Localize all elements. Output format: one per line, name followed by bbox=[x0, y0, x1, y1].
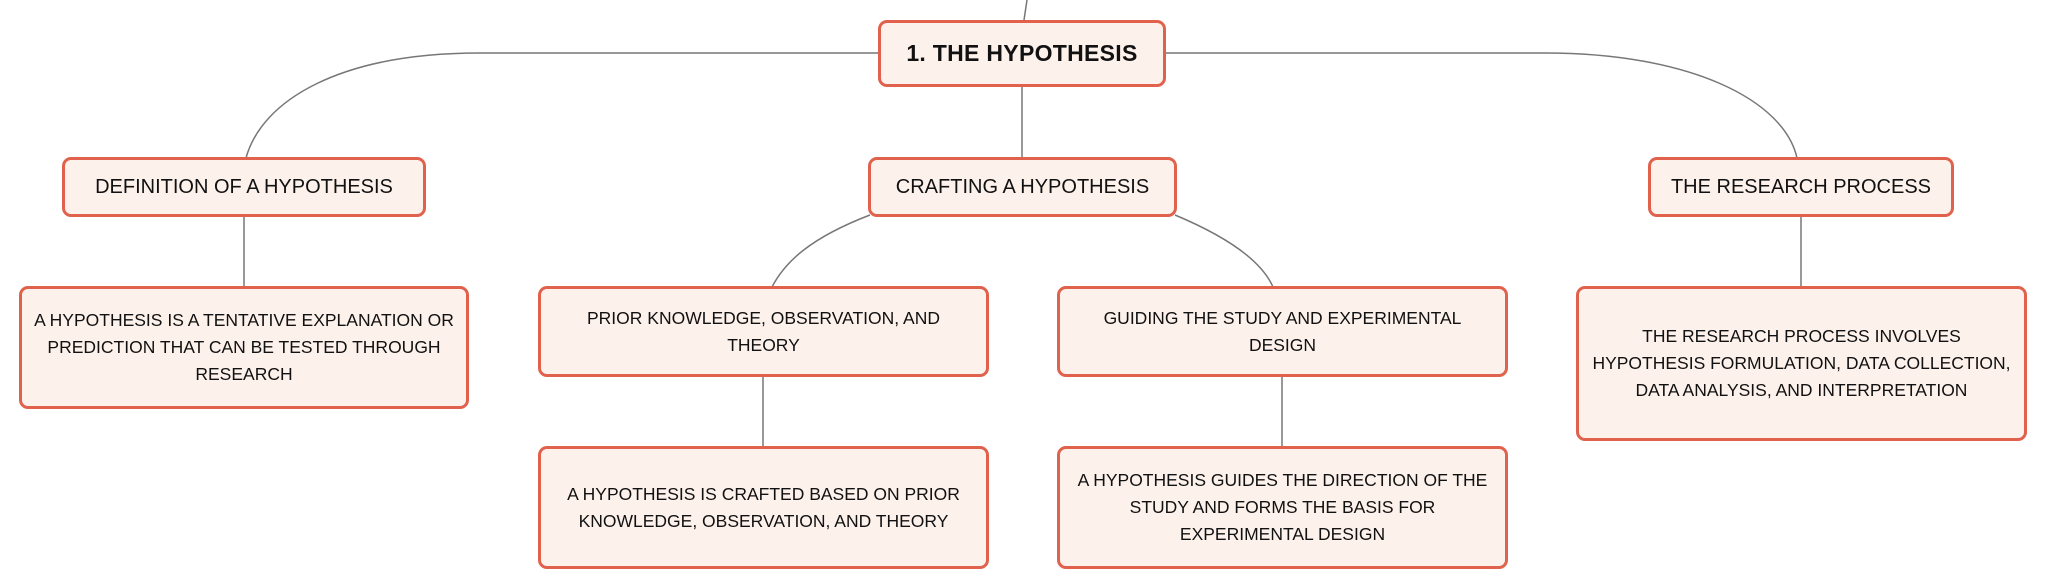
branch-definition-node[interactable]: DEFINITION OF A HYPOTHESIS bbox=[62, 157, 426, 217]
branch-research-node[interactable]: THE RESEARCH PROCESS bbox=[1648, 157, 1954, 217]
guiding-study-description-text: A HYPOTHESIS GUIDES THE DIRECTION OF THE… bbox=[1077, 470, 1488, 544]
prior-knowledge-description-node[interactable]: A HYPOTHESIS IS CRAFTED BASED ON PRIOR K… bbox=[538, 446, 989, 569]
research-description-node[interactable]: THE RESEARCH PROCESS INVOLVES HYPOTHESIS… bbox=[1576, 286, 2027, 441]
root-node[interactable]: 1. THE HYPOTHESIS bbox=[878, 20, 1166, 87]
branch-definition-label: DEFINITION OF A HYPOTHESIS bbox=[95, 175, 393, 198]
research-description-text: THE RESEARCH PROCESS INVOLVES HYPOTHESIS… bbox=[1592, 326, 2011, 400]
definition-description-node[interactable]: A HYPOTHESIS IS A TENTATIVE EXPLANATION … bbox=[19, 286, 469, 409]
branch-crafting-label: CRAFTING A HYPOTHESIS bbox=[895, 175, 1150, 198]
root-node-label: 1. THE HYPOTHESIS bbox=[906, 40, 1138, 66]
prior-knowledge-label: PRIOR KNOWLEDGE, OBSERVATION, AND THEORY bbox=[587, 307, 940, 355]
branch-crafting-node[interactable]: CRAFTING A HYPOTHESIS bbox=[868, 157, 1177, 217]
branch-research-label: THE RESEARCH PROCESS bbox=[1670, 175, 1932, 198]
connector-root-to-definition bbox=[245, 52, 878, 159]
prior-knowledge-description-text: A HYPOTHESIS IS CRAFTED BASED ON PRIOR K… bbox=[567, 483, 960, 531]
guiding-study-label: GUIDING THE STUDY AND EXPERIMENTAL DESIG… bbox=[1103, 307, 1462, 355]
connector-root-to-research bbox=[1165, 52, 1798, 159]
prior-knowledge-node[interactable]: PRIOR KNOWLEDGE, OBSERVATION, AND THEORY bbox=[538, 286, 989, 377]
definition-description-text: A HYPOTHESIS IS A TENTATIVE EXPLANATION … bbox=[34, 310, 454, 384]
guiding-study-description-node[interactable]: A HYPOTHESIS GUIDES THE DIRECTION OF THE… bbox=[1057, 446, 1508, 569]
connector-parent-to-root bbox=[1023, 0, 1028, 21]
connector-crafting-to-guiding bbox=[1174, 214, 1274, 288]
guiding-study-node[interactable]: GUIDING THE STUDY AND EXPERIMENTAL DESIG… bbox=[1057, 286, 1508, 377]
connector-crafting-to-prior bbox=[771, 214, 871, 288]
